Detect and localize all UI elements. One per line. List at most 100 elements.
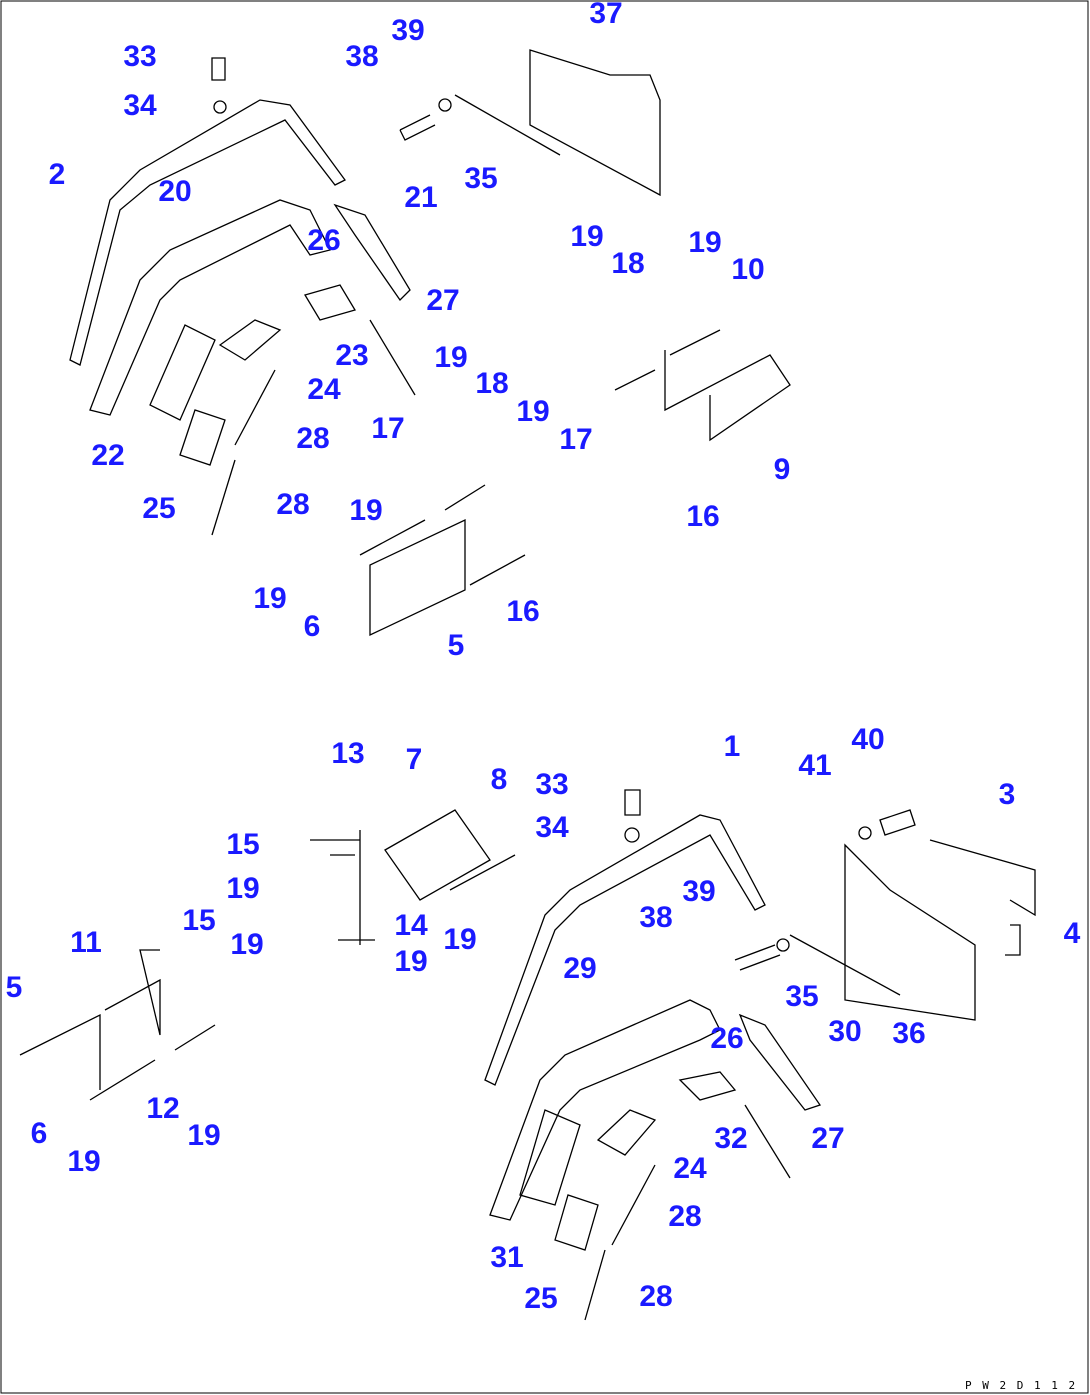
callout-13: 13 [331,737,364,770]
callout-19: 19 [516,395,549,428]
bracket-23 [304,284,356,321]
fender-2 [69,99,346,366]
bar-10 [669,329,721,356]
callout-20: 20 [158,175,191,208]
washer-39 [438,98,452,112]
callout-14: 14 [394,909,428,942]
callout-1: 1 [724,730,741,763]
callout-34: 34 [123,89,157,122]
callout-8: 8 [491,763,508,796]
callout-24: 24 [307,373,341,406]
callout-25: 25 [142,492,175,525]
callout-19: 19 [394,945,427,978]
callout-19: 19 [67,1145,100,1178]
bar-6b [89,1059,156,1101]
drawing-code: P W 2 D 1 1 2 [965,1379,1077,1392]
bar-17 [614,369,656,391]
washer-34 [213,100,227,114]
strip-28b [211,459,236,536]
callout-41: 41 [798,749,831,782]
bracket-30 [738,1013,822,1111]
callout-33: 33 [123,40,156,73]
callout-19: 19 [230,928,263,961]
callout-31: 31 [490,1241,523,1274]
callout-19: 19 [570,220,603,253]
plate-25 [179,409,226,466]
strip-27 [369,319,416,396]
callout-21: 21 [404,181,437,214]
mudflap-37 [529,49,661,197]
callout-30: 30 [828,1015,861,1048]
callout-27: 27 [426,284,459,317]
callout-7: 7 [406,743,423,776]
callout-18: 18 [611,247,644,280]
callout-19: 19 [253,582,286,615]
plate-31 [519,1109,581,1206]
bolt-33b [624,789,641,816]
callout-16: 16 [506,595,539,628]
callout-17: 17 [371,412,404,445]
callout-25: 25 [524,1282,557,1315]
bar-12 [174,1024,216,1051]
callout-22: 22 [91,439,124,472]
callout-6: 6 [31,1117,48,1150]
callout-labels: 3334220383937352126272324191819101918191… [6,0,1081,1315]
callout-28: 28 [276,488,309,521]
plate-22 [149,324,216,421]
callout-39: 39 [682,875,715,908]
bar-6 [359,519,426,556]
callout-37: 37 [589,0,622,30]
callout-10: 10 [731,253,764,286]
callout-38: 38 [639,901,672,934]
callout-27: 27 [811,1122,844,1155]
callout-15: 15 [226,828,259,861]
bar-35 [454,94,561,156]
callout-2: 2 [49,158,66,191]
callout-12: 12 [146,1092,179,1125]
bar-17b [444,484,486,511]
callout-19: 19 [443,923,476,956]
upper-assembly [69,49,791,637]
callout-24: 24 [673,1152,707,1185]
callout-19: 19 [349,494,382,527]
callout-19: 19 [688,226,721,259]
callout-26: 26 [307,224,340,257]
strip-28a [234,369,276,446]
callout-28: 28 [668,1200,701,1233]
callout-23: 23 [335,339,368,372]
callout-17: 17 [559,423,592,456]
callout-26: 26 [710,1022,743,1055]
callout-9: 9 [774,453,791,486]
bolt-40 [879,809,916,836]
callout-35: 35 [464,162,497,195]
callout-19: 19 [226,872,259,905]
callout-4: 4 [1064,917,1081,950]
washer-34b [624,827,640,843]
fender-29 [489,999,721,1221]
callout-11: 11 [70,926,102,959]
plate-25b [554,1194,599,1251]
bolt-33 [211,57,226,81]
callout-28: 28 [639,1280,672,1313]
callout-6: 6 [304,610,321,643]
fender-1 [484,814,766,1086]
bolt-38 [399,114,436,141]
callout-3: 3 [999,778,1016,811]
mudflap-5 [369,518,526,637]
callout-38: 38 [345,40,378,73]
callout-32: 32 [714,1122,747,1155]
callout-35: 35 [785,980,818,1013]
callout-15: 15 [182,904,215,937]
mudflap-36 [844,843,976,1021]
strip-28d [584,1249,606,1321]
lower-assembly [19,789,1036,1321]
bracket-32 [678,1071,737,1101]
bar-8 [449,854,516,891]
callout-19: 19 [434,341,467,374]
mudflap-3 [929,839,1036,917]
mudflap-9 [664,350,791,442]
callout-19: 19 [187,1119,220,1152]
callout-29: 29 [563,952,596,985]
